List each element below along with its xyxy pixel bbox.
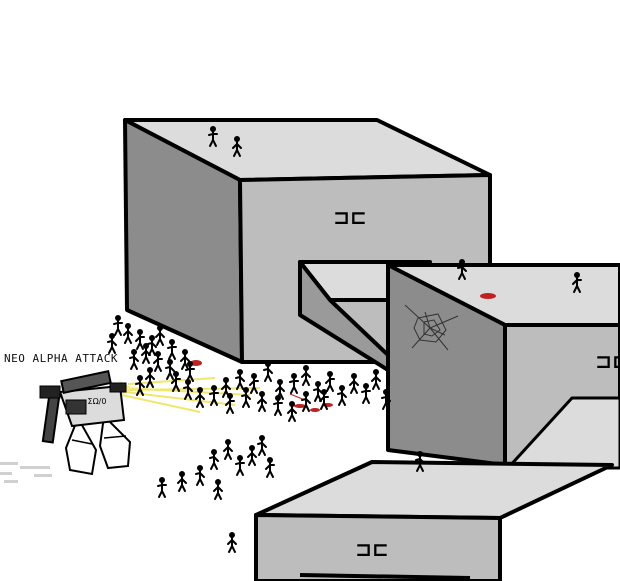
stickman (371, 369, 381, 390)
front-building: ⊐⊏ (254, 460, 614, 581)
mech-mortar (41, 394, 61, 444)
right-building: ⊐⊏ (386, 263, 620, 470)
stickman (287, 401, 297, 422)
stickman (167, 339, 177, 360)
front-building-emblem: ⊐⊏ (355, 537, 389, 561)
stickman (361, 383, 371, 404)
stickman (257, 391, 267, 412)
stickman (123, 323, 133, 344)
right-building-emblem: ⊐⊏ (595, 349, 620, 373)
stickman (153, 351, 163, 372)
dust-marks (0, 462, 52, 483)
mech-cannon (109, 382, 127, 393)
stickman (249, 373, 259, 394)
stickman (155, 325, 165, 346)
stickman (213, 479, 223, 500)
stickman (572, 272, 582, 293)
walker-mech: ΣΩ/0 (39, 369, 132, 476)
stickman (325, 371, 335, 392)
stickman (209, 449, 219, 470)
mech-label: ΣΩ/0 (88, 397, 107, 406)
stickman (232, 136, 242, 157)
stickman (227, 532, 237, 553)
stickman (263, 361, 273, 382)
right-building-inner-roof (506, 396, 620, 470)
stickman (208, 126, 218, 147)
stickman (247, 445, 257, 466)
stickman (457, 259, 467, 280)
blood-splats (190, 293, 496, 412)
mech-right-leg (98, 413, 132, 470)
stickman (180, 349, 190, 370)
stickman (185, 361, 195, 382)
stickman (195, 465, 205, 486)
stickman (171, 371, 181, 392)
stickman (145, 367, 155, 388)
stickman (265, 457, 275, 478)
stickman (241, 387, 251, 408)
mech-body (58, 384, 126, 428)
stickman (177, 471, 187, 492)
stickman (235, 369, 245, 390)
stickman (183, 379, 193, 400)
stickman (107, 333, 117, 354)
stickman (415, 451, 425, 472)
stickman (301, 365, 311, 386)
stickman (113, 315, 123, 336)
stickman (381, 389, 391, 410)
mech-left-leg (64, 415, 98, 476)
stickman (209, 385, 219, 406)
stickman (223, 439, 233, 460)
stickman (225, 393, 235, 414)
stickman (157, 477, 167, 498)
stickman (129, 349, 139, 370)
stickman (289, 373, 299, 394)
stickman (301, 391, 311, 412)
stickman (195, 387, 205, 408)
front-building-roof (254, 460, 614, 520)
stickman (147, 335, 157, 356)
scene-caption: NEO ALPHA ATTACK (4, 352, 118, 365)
front-building-front-face (254, 513, 502, 581)
stickman (135, 329, 145, 350)
mech-rocket-pod (60, 369, 112, 395)
stickman (257, 435, 267, 456)
stickman (337, 385, 347, 406)
stickman (141, 343, 151, 364)
stickman (135, 375, 145, 396)
stickman (165, 359, 175, 380)
stickman (319, 389, 329, 410)
stickman (235, 455, 245, 476)
large-building-emblem: ⊐⊏ (333, 205, 367, 229)
stickman-crowd (107, 126, 582, 553)
stickman (349, 373, 359, 394)
stickman (273, 395, 283, 416)
stickman (313, 381, 323, 402)
spider-web (404, 304, 459, 351)
